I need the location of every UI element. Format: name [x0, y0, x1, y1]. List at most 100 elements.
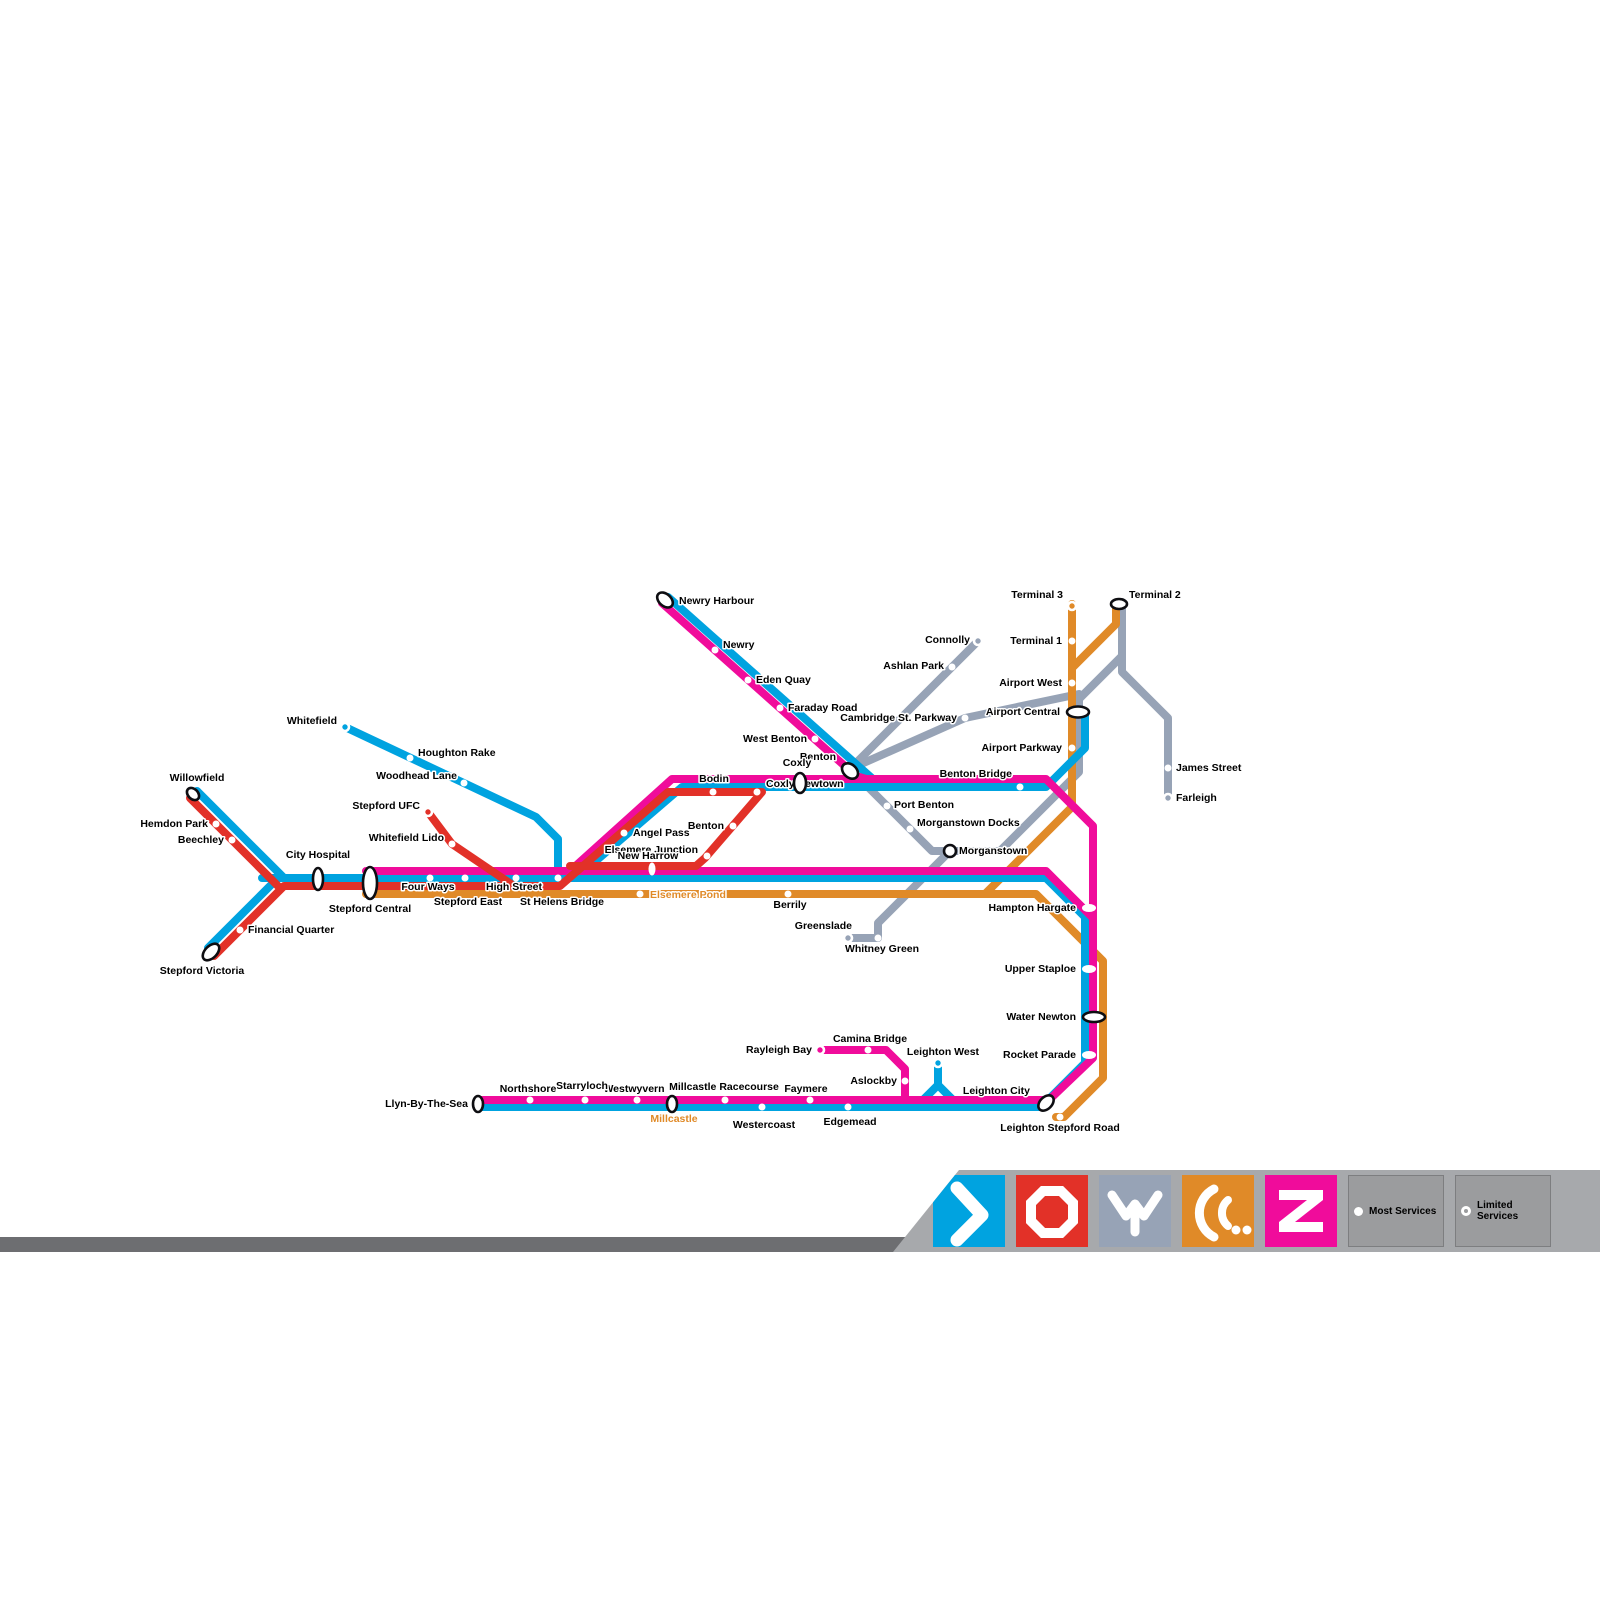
station-marker-city-hospital [311, 866, 325, 892]
station-label-upper-staploe: Upper Staploe [1005, 963, 1076, 975]
station-label-benton: Benton [688, 820, 724, 832]
station-label-airport-central: Airport Central [986, 706, 1060, 718]
station-label-faymere: Faymere [784, 1083, 827, 1095]
station-marker-faymere [806, 1096, 814, 1104]
station-marker-benton-bridge [1016, 783, 1024, 791]
station-label-new-harrow: New Harrow [618, 850, 680, 862]
station-label-rayleigh-bay: Rayleigh Bay [746, 1044, 812, 1056]
station-marker-upper-staploe [1082, 965, 1096, 973]
station-marker-aslockby [901, 1077, 909, 1085]
station-label-westwyvern: Westwyvern [603, 1083, 664, 1095]
station-marker-llyn-by-the-sea [471, 1094, 485, 1114]
line-waterline-terminal-farleigh [1118, 598, 1172, 803]
station-marker-benton [840, 761, 860, 781]
station-label-edgemead: Edgemead [823, 1116, 876, 1128]
station-marker-newry-harbour [655, 591, 675, 609]
station-marker-leighton-stepford-road [1056, 1113, 1064, 1121]
station-marker-elsemere-pond [636, 890, 644, 898]
line-express-main [362, 867, 1097, 1104]
line-connect-victoria [204, 874, 282, 952]
station-label-port-benton: Port Benton [894, 799, 954, 811]
station-label-millcastle-racecourse: Millcastle Racecourse [669, 1081, 779, 1093]
station-label-airport-parkway: Airport Parkway [981, 742, 1062, 754]
most-services-dot-icon [1354, 1206, 1363, 1216]
station-marker-edgemead [844, 1103, 852, 1111]
legend-panel: Most Services Limited Services [893, 1170, 1600, 1252]
station-label-terminal-1: Terminal 1 [1010, 635, 1062, 647]
station-marker-rayleigh-bay [814, 1044, 826, 1056]
line-connect-benton-airport [572, 708, 1089, 882]
station-marker-four-ways [426, 874, 434, 882]
station-label-starryloch: Starryloch [556, 1080, 608, 1092]
station-label-farleigh: Farleigh [1176, 792, 1217, 804]
station-label-stepford-east: Stepford East [434, 896, 503, 908]
station-label-faraday-road: Faraday Road [788, 702, 857, 714]
station-label-newry-harbour: Newry Harbour [679, 595, 754, 607]
most-services-key: Most Services [1348, 1175, 1444, 1247]
line-connect-whitefield [341, 723, 562, 882]
station-marker-terminal-3 [1066, 600, 1078, 612]
line-waterline-greenslade [844, 847, 954, 942]
station-label-hampton-hargate: Hampton Hargate [988, 902, 1076, 914]
station-label-morganstown-docks: Morganstown Docks [917, 817, 1020, 829]
station-marker-northshore [526, 1096, 534, 1104]
station-label-angel-pass: Angel Pass [633, 827, 690, 839]
station-label-coxly: Coxly [783, 757, 812, 769]
station-label-connolly: Connolly [925, 634, 970, 646]
line-express-benton-loop [566, 775, 1097, 934]
station-marker-stepford-central [361, 865, 379, 901]
station-marker-water-newton [1081, 1010, 1107, 1024]
station-label-bodin: Bodin [699, 773, 729, 785]
station-marker-connolly [972, 635, 984, 647]
line-connect-newry [664, 593, 888, 791]
station-marker-high-street [512, 874, 520, 882]
station-label-leighton-city: Leighton City [963, 1085, 1030, 1097]
station-label-water-newton: Water Newton [1006, 1011, 1076, 1023]
station-label-willowfield: Willowfield [170, 772, 225, 784]
station-marker-cambridge-st-parkway [961, 714, 969, 722]
station-marker-new-harrow [648, 862, 656, 876]
line-connect-trunk-south [258, 874, 1089, 1111]
station-marker-coxly [792, 771, 808, 795]
line-airlink-terminal2 [1068, 600, 1120, 672]
station-label-morganstown: Morganstown [959, 845, 1027, 857]
station-marker-elsemere-junction [703, 852, 711, 860]
station-marker-newry [711, 646, 719, 654]
station-label-terminal-2: Terminal 2 [1129, 589, 1181, 601]
station-label-stepford-central: Stepford Central [329, 903, 411, 915]
station-marker-terminal-2 [1109, 597, 1129, 611]
station-label-whitefield: Whitefield [287, 715, 337, 727]
station-label-west-benton: West Benton [743, 733, 807, 745]
station-label-ashlan-park: Ashlan Park [883, 660, 944, 672]
station-label-cambridge-st-parkway: Cambridge St. Parkway [840, 712, 957, 724]
station-marker-willowfield [185, 786, 201, 802]
waterline-icon [1099, 1175, 1171, 1247]
station-label-berrily: Berrily [773, 899, 806, 911]
station-marker-whitefield-lido [448, 840, 456, 848]
limited-services-key: Limited Services [1455, 1175, 1551, 1247]
stepford-metro-icon [1016, 1175, 1088, 1247]
station-marker-faraday-road [776, 704, 784, 712]
station-marker-leighton-west [932, 1057, 944, 1069]
station-label-city-hospital: City Hospital [286, 849, 350, 861]
station-label-benton: Benton [800, 751, 836, 763]
line-metro-willowfield [186, 794, 282, 890]
station-marker-st-helens-bridge [554, 874, 562, 882]
station-marker-eden-quay [744, 676, 752, 684]
station-marker-whitefield [339, 721, 351, 733]
station-label-newry: Newry [723, 639, 755, 651]
station-marker-rocket-parade [1082, 1051, 1096, 1059]
station-marker-port-benton [883, 802, 891, 810]
station-label-high-street: High Street [486, 881, 543, 893]
limited-services-label: Limited Services [1477, 1200, 1519, 1222]
station-marker-stepford-ufc [422, 806, 434, 818]
station-marker-financial-quarter [236, 926, 244, 934]
station-label-rocket-parade: Rocket Parade [1003, 1049, 1076, 1061]
station-label-woodhead-lane: Woodhead Lane [376, 770, 457, 782]
station-label-four-ways: Four Ways [401, 881, 454, 893]
station-marker-airport-parkway [1068, 744, 1076, 752]
station-label-houghton-rake: Houghton Rake [418, 747, 496, 759]
station-label-whitney-green: Whitney Green [845, 943, 919, 955]
station-label-airport-west: Airport West [999, 677, 1062, 689]
